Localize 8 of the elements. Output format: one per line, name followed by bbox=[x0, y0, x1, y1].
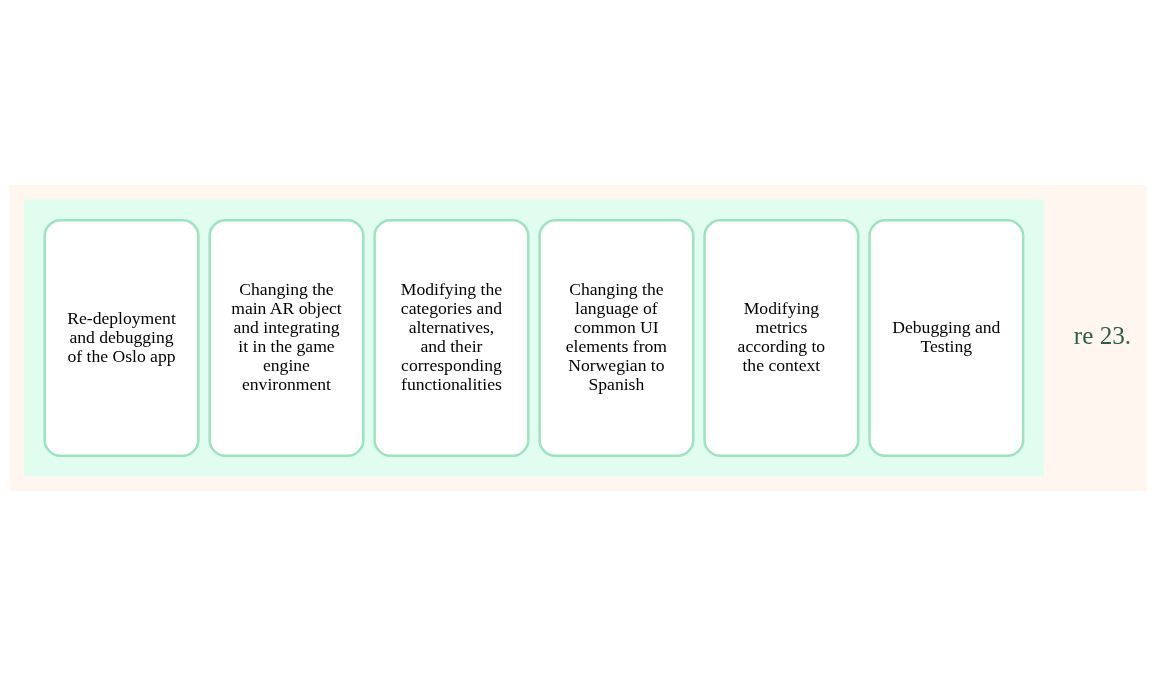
cluster bbox=[23, 199, 1044, 476]
node-box: Changing the language of common UI elements from Norwegian to Spanish bbox=[538, 218, 695, 457]
node-box: Modifying metrics according to the context bbox=[703, 218, 860, 457]
node-box: Re-deployment and debugging of the Oslo app bbox=[43, 218, 200, 457]
node-box: Modifying the categories and alternatives, and their corresponding functionalities bbox=[373, 218, 530, 457]
node-box: Debugging and Testing bbox=[868, 218, 1025, 457]
label: re 23. bbox=[1073, 321, 1132, 349]
node-box: Changing the main AR object and integrating it in the game engine environment bbox=[208, 218, 365, 457]
